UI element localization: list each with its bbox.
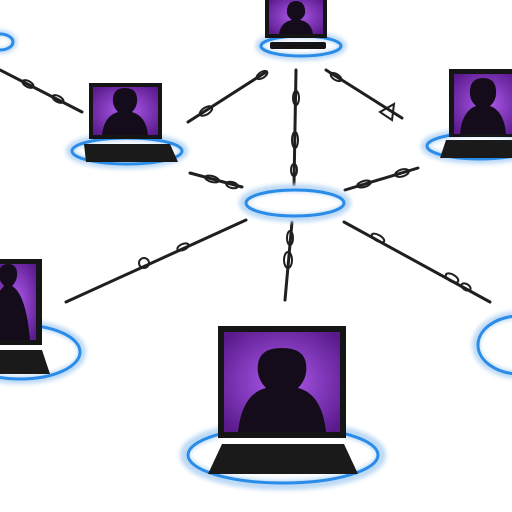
laptop-node-mid-right	[476, 315, 512, 375]
hub-ring-icon	[246, 190, 344, 216]
knot-icon	[444, 271, 460, 284]
connector-upper-left-to-top-left	[0, 70, 82, 112]
laptop-node-top-center	[259, 0, 343, 57]
laptop-node-upper-left	[70, 83, 184, 165]
knot-icon	[370, 232, 385, 244]
connectors	[0, 69, 490, 302]
ring-glow	[476, 315, 512, 375]
laptop-base	[270, 42, 326, 49]
laptop-node-upper-right	[425, 69, 512, 160]
hub-ring-glow	[243, 188, 347, 218]
node-top-left	[0, 33, 14, 51]
hub-node	[243, 188, 347, 218]
laptop-node-bottom-center	[185, 326, 381, 485]
laptop-base	[208, 444, 358, 474]
laptop-base	[440, 140, 512, 158]
laptop-base	[0, 350, 50, 374]
knot-icon	[460, 282, 472, 292]
connector-top-center-to-upper-right	[326, 70, 402, 118]
connector-hub-to-upper-right	[345, 168, 418, 190]
laptop-node-mid-left	[0, 259, 82, 380]
laptop-base	[84, 144, 178, 162]
connector-hub-to-mid-left	[66, 220, 246, 302]
connector-knots	[21, 69, 472, 292]
connector-hub-to-upper-left	[190, 173, 242, 187]
knot-icon	[176, 242, 189, 252]
connector-hub-to-top-center	[294, 70, 296, 185]
